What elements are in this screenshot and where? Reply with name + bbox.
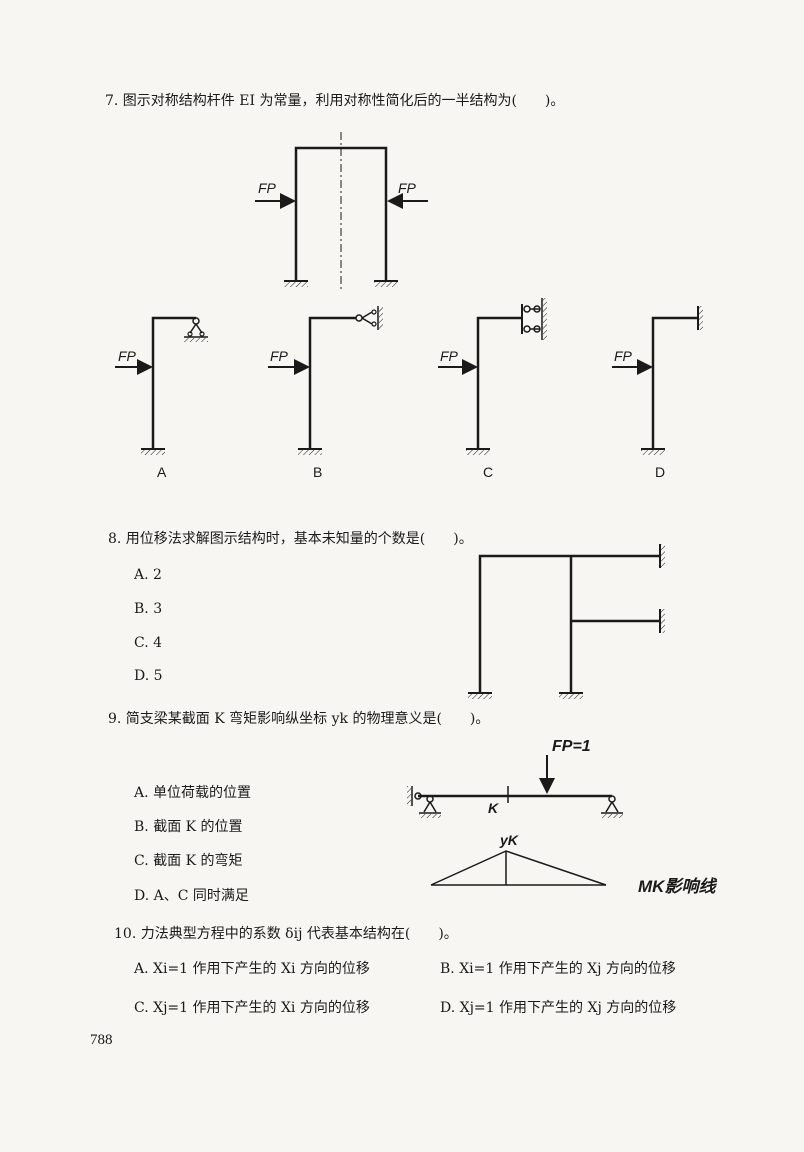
q9-influence-label: MK影响线 [638, 877, 716, 896]
q9-load-label: FP=1 [552, 738, 591, 755]
q8-option-d: D. 5 [134, 668, 163, 684]
q9-option-c: C. 截面 K 的弯矩 [134, 853, 243, 869]
q9-section-label: K [488, 800, 499, 816]
q10-option-d: D. Xj=1 作用下产生的 Xj 方向的位移 [440, 1000, 677, 1016]
page-number: 788 [90, 1032, 113, 1048]
q7-b-load-label: FP [270, 348, 288, 364]
q7-option-d-label: D [655, 464, 666, 480]
q7-load-label-left: FP [258, 180, 276, 196]
q9-ordinate-label: yK [500, 832, 518, 848]
q7-a-load-label: FP [118, 348, 136, 364]
q7-option-a-label: A [157, 464, 167, 480]
q10-option-c: C. Xj=1 作用下产生的 Xi 方向的位移 [134, 1000, 370, 1016]
q7-figure-d [612, 306, 703, 455]
q7-option-c-label: C [483, 464, 494, 480]
q9-option-d: D. A、C 同时满足 [134, 888, 249, 904]
q7-c-load-label: FP [440, 348, 458, 364]
q7-load-label-right: FP [398, 180, 416, 196]
q9-beam [407, 755, 623, 818]
q9-text: 9. 简支梁某截面 K 弯矩影响纵坐标 yk 的物理意义是( )。 [108, 711, 490, 727]
q8-text: 8. 用位移法求解图示结构时，基本未知量的个数是( )。 [108, 531, 473, 547]
q8-frame [468, 544, 665, 699]
q10-option-b: B. Xi=1 作用下产生的 Xj 方向的位移 [440, 961, 676, 977]
q9-option-b: B. 截面 K 的位置 [134, 819, 243, 835]
q7-d-load-label: FP [614, 348, 632, 364]
q7-figure-b [268, 306, 383, 455]
q8-option-c: C. 4 [134, 635, 163, 651]
q9-option-a: A. 单位荷载的位置 [134, 785, 252, 801]
q7-option-b-label: B [313, 464, 323, 480]
q8-option-b: B. 3 [134, 601, 163, 617]
q7-figure-c [438, 298, 547, 455]
q7-main-frame [255, 132, 428, 290]
q7-text: 7. 图示对称结构杆件 EI 为常量，利用对称性简化后的一半结构为( )。 [105, 93, 565, 109]
q10-text: 10. 力法典型方程中的系数 δij 代表基本结构在( )。 [114, 926, 458, 942]
q8-option-a: A. 2 [134, 567, 162, 583]
q7-figure-a [115, 316, 208, 455]
q10-option-a: A. Xi=1 作用下产生的 Xi 方向的位移 [134, 961, 370, 977]
q9-influence-line [430, 850, 607, 886]
